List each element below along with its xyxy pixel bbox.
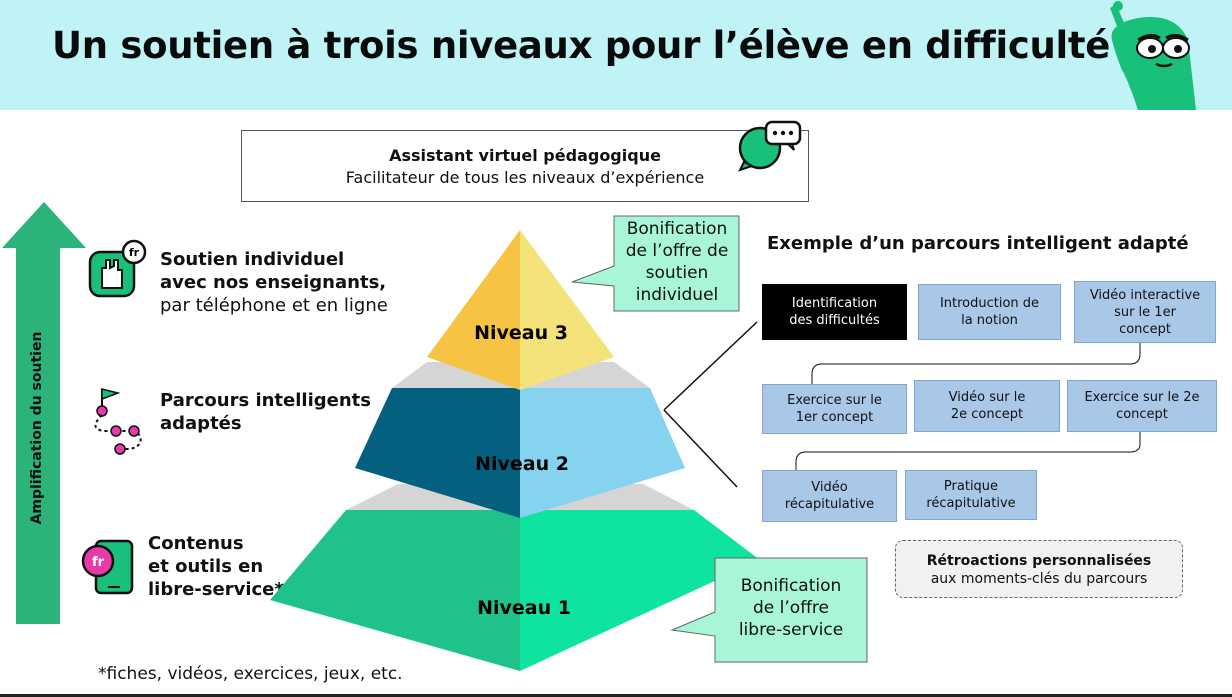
step-exercise-1: Exercice sur le 1er concept bbox=[762, 384, 907, 434]
step-video-interactive-line1: Vidéo interactive bbox=[1089, 287, 1201, 303]
amplification-arrow bbox=[2, 202, 86, 624]
callout-top: Bonification de l’offre de soutien indiv… bbox=[614, 218, 740, 306]
step-introduction-line1: Introduction de bbox=[939, 296, 1040, 311]
side-item-individual-detail: par téléphone et en ligne bbox=[160, 295, 388, 316]
pyramid-level1-right bbox=[520, 510, 760, 671]
bottom-divider bbox=[0, 694, 1232, 697]
step-video-2-line2: 2e concept bbox=[950, 407, 1024, 422]
bracket-line-bottom bbox=[663, 409, 738, 488]
feedback-title: Rétroactions personnalisées bbox=[926, 553, 1152, 569]
page-title: Un soutien à trois niveaux pour l’élève … bbox=[52, 24, 1111, 67]
step-identification-line1: Identification bbox=[791, 296, 878, 311]
callout-bottom-line3: libre-service bbox=[738, 620, 844, 640]
step-video-recap: Vidéo récapitulative bbox=[762, 470, 897, 522]
bracket-line-top bbox=[663, 321, 758, 411]
pyramid-level3-left bbox=[427, 230, 520, 390]
step-exercise-2-line1: Exercice sur le 2e bbox=[1084, 390, 1200, 405]
side-item-paths-title2: adaptés bbox=[160, 413, 242, 434]
path-flag-icon bbox=[94, 388, 142, 455]
step-identification: Identification des difficultés bbox=[762, 284, 907, 340]
step-practice-recap: Pratique récapitulative bbox=[905, 470, 1037, 520]
level1-label: Niveau 1 bbox=[477, 597, 571, 619]
level3-label: Niveau 3 bbox=[474, 322, 568, 344]
tablet-fr-icon: fr bbox=[81, 539, 134, 595]
side-item-paths-title: Parcours intelligents bbox=[160, 390, 371, 411]
callout-bottom-line2: de l’offre bbox=[753, 598, 829, 618]
callout-top-line4: individuel bbox=[635, 285, 719, 305]
side-item-contents-title: Contenus bbox=[148, 533, 244, 554]
assistant-subtitle: Facilitateur de tous les niveaux d’expér… bbox=[345, 168, 705, 187]
step-introduction: Introduction de la notion bbox=[918, 284, 1061, 340]
callout-bottom-shape bbox=[670, 557, 868, 663]
side-item-contents: Contenus et outils en libre-service* bbox=[148, 532, 284, 601]
path-connector-1 bbox=[811, 342, 1141, 384]
callout-top-shape bbox=[571, 215, 740, 312]
level2-label: Niveau 2 bbox=[475, 453, 569, 475]
callout-top-line2: de l’offre de bbox=[625, 241, 729, 261]
pyramid-level2-left bbox=[355, 388, 520, 518]
step-exercise-2: Exercice sur le 2e concept bbox=[1067, 380, 1217, 432]
callout-bottom: Bonification de l’offre libre-service bbox=[715, 575, 867, 641]
pyramid-level2-right bbox=[520, 388, 685, 518]
chat-bubble-icon bbox=[738, 120, 802, 172]
pyramid-level3-right bbox=[520, 230, 614, 390]
side-item-paths: Parcours intelligents adaptés bbox=[160, 389, 371, 435]
step-video-2: Vidéo sur le 2e concept bbox=[914, 380, 1060, 432]
step-video-recap-line1: Vidéo bbox=[811, 480, 848, 495]
side-item-individual: Soutien individuel avec nos enseignants,… bbox=[160, 248, 388, 317]
step-practice-recap-line2: récapitulative bbox=[926, 496, 1016, 511]
callout-bottom-line1: Bonification bbox=[740, 576, 842, 596]
step-exercise-1-line2: 1er concept bbox=[795, 410, 874, 425]
step-exercise-1-line1: Exercice sur le bbox=[787, 393, 882, 408]
callout-top-line3: soutien bbox=[645, 263, 709, 283]
step-video-2-line1: Vidéo sur le bbox=[948, 390, 1026, 405]
hand-fr-icon: fr bbox=[88, 239, 147, 298]
header-banner bbox=[0, 0, 1232, 110]
svg-text:fr: fr bbox=[92, 555, 105, 570]
step-identification-line2: des difficultés bbox=[789, 313, 880, 328]
step-introduction-line2: la notion bbox=[961, 313, 1018, 328]
step-video-interactive-line2: sur le 1er bbox=[1114, 304, 1176, 320]
callout-top-line1: Bonification bbox=[626, 219, 728, 239]
feedback-box: Rétroactions personnalisées aux moments-… bbox=[895, 540, 1183, 598]
step-video-recap-line2: récapitulative bbox=[784, 497, 875, 512]
side-item-contents-title2: et outils en bbox=[148, 556, 264, 577]
step-exercise-2-line2: concept bbox=[1116, 407, 1168, 422]
step-practice-recap-line1: Pratique bbox=[943, 479, 999, 494]
side-item-individual-title2: avec nos enseignants, bbox=[160, 272, 387, 293]
pyramid-level1-left bbox=[270, 510, 520, 671]
footnote: *fiches, vidéos, exercices, jeux, etc. bbox=[98, 664, 403, 684]
assistant-title: Assistant virtuel pédagogique bbox=[389, 146, 661, 165]
assistant-box: Assistant virtuel pédagogique Facilitate… bbox=[241, 130, 809, 202]
step-video-interactive-line3: concept bbox=[1119, 321, 1171, 337]
feedback-subtitle: aux moments-clés du parcours bbox=[930, 571, 1148, 587]
svg-text:fr: fr bbox=[129, 246, 140, 259]
mascot-icon bbox=[1110, 1, 1196, 110]
side-item-contents-title3: libre-service* bbox=[148, 579, 284, 600]
path-connector-2 bbox=[795, 432, 1141, 470]
side-item-individual-title: Soutien individuel bbox=[160, 249, 345, 270]
example-title: Exemple d’un parcours intelligent adapté bbox=[767, 233, 1189, 254]
